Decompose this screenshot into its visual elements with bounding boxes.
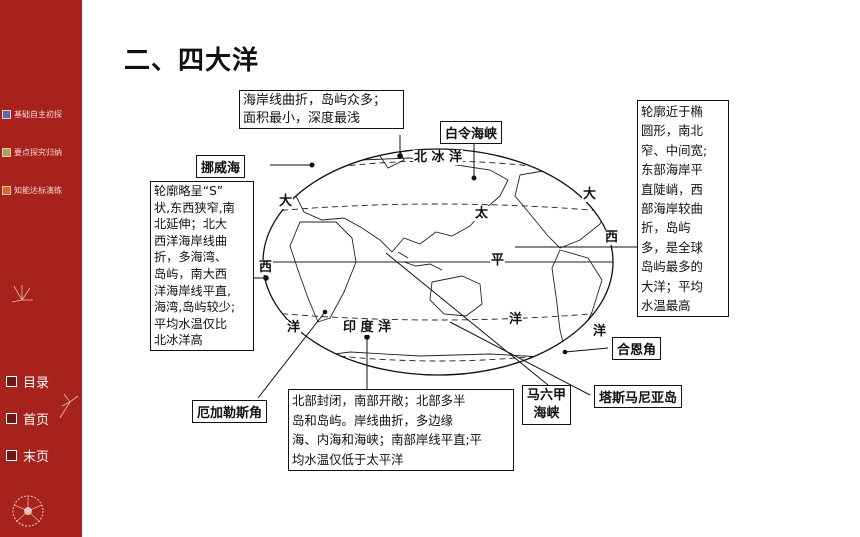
note-line: 折，多海湾、 bbox=[154, 250, 228, 265]
label-malacca-strait: 马六甲 海峡 bbox=[522, 385, 572, 425]
ocean-label-indian: 印 度 洋 bbox=[342, 320, 393, 335]
ocean-label-arctic: 北 冰 洋 bbox=[413, 150, 464, 165]
note-line: 均水温仅低于太平洋 bbox=[292, 451, 404, 467]
label-tasmania: 塔斯马尼亚岛 bbox=[594, 385, 683, 408]
note-line: 窄、中间宽; bbox=[641, 142, 708, 158]
note-line: 折，岛屿 bbox=[641, 220, 691, 236]
note-line: 多，是全球 bbox=[641, 239, 703, 255]
nav-last[interactable]: 末页 bbox=[6, 446, 49, 465]
note-line: 直陡峭，西 bbox=[641, 181, 703, 197]
note-line: 水温最高 bbox=[641, 298, 691, 314]
ocean-label-pacific-1: 太 bbox=[474, 206, 490, 221]
australia-outline bbox=[429, 275, 483, 317]
malacca-line-2: 海峡 bbox=[533, 406, 560, 421]
dandelion-decoration bbox=[11, 285, 79, 527]
ocean-label-atlantic-east-3: 洋 bbox=[592, 324, 608, 339]
nav-home[interactable]: 首页 bbox=[6, 409, 49, 428]
ocean-label-atlantic-east-1: 大 bbox=[582, 187, 598, 202]
sidebar-link-label: 知能达标演练 bbox=[14, 186, 62, 195]
note-line: 海岸线曲折，岛屿众多； bbox=[243, 93, 387, 108]
sidebar-link-label: 要点探究归纳 bbox=[14, 148, 62, 157]
note-line: 岛屿最多的 bbox=[641, 259, 703, 275]
note-line: 面积最小，深度最浅 bbox=[243, 110, 361, 126]
malacca-line-1: 马六甲 bbox=[527, 388, 567, 403]
ocean-label-atlantic-3: 洋 bbox=[286, 320, 302, 335]
ocean-label-atlantic-east-2: 西 bbox=[604, 230, 620, 245]
square-icon bbox=[2, 110, 11, 119]
note-line: 状,东西狭窄,南 bbox=[154, 200, 235, 215]
note-line: 北冰洋高 bbox=[154, 333, 203, 348]
nav-label: 目录 bbox=[23, 376, 50, 391]
note-pacific: 轮廓近于椭 圆形，南北 窄、中间宽; 东部海岸平 直陡峭，西 部海岸较曲 折，岛… bbox=[637, 100, 729, 318]
label-cape-horn: 合恩角 bbox=[612, 337, 662, 360]
nav-label: 首页 bbox=[23, 413, 50, 428]
note-line: 部海岸较曲 bbox=[641, 201, 703, 217]
africa-outline bbox=[289, 221, 357, 323]
note-line: 圆形，南北 bbox=[641, 123, 703, 139]
sidebar-link-basic[interactable]: 基础自主初探 bbox=[2, 109, 62, 120]
label-cape-agulhas: 厄加勒斯角 bbox=[192, 400, 268, 423]
square-icon bbox=[6, 413, 17, 424]
south-america-outline bbox=[551, 249, 603, 356]
note-line: 大洋；平均 bbox=[641, 278, 703, 294]
note-line: 北部封闭，南部开敞；北部多半 bbox=[292, 393, 466, 408]
note-line: 东部海岸平 bbox=[641, 162, 703, 178]
note-line: 轮廓近于椭 bbox=[641, 104, 703, 119]
nav-contents[interactable]: 目录 bbox=[6, 372, 49, 391]
sidebar: 基础自主初探 要点探究归纳 知能达标演练 目录 首页 末页 bbox=[0, 0, 82, 537]
ocean-label-atlantic-2: 西 bbox=[258, 260, 274, 275]
note-line: 北延伸；北大 bbox=[154, 217, 228, 232]
indonesia-outline bbox=[397, 251, 443, 271]
square-icon bbox=[6, 376, 17, 387]
greenland-outline bbox=[375, 149, 405, 169]
note-arctic: 海岸线曲折，岛屿众多； 面积最小，深度最浅 bbox=[239, 90, 404, 129]
note-line: 轮廓略呈“S” bbox=[154, 184, 224, 198]
sidebar-link-label: 基础自主初探 bbox=[14, 110, 62, 119]
label-bering-strait: 白令海峡 bbox=[440, 121, 503, 144]
note-atlantic: 轮廓略呈“S” 状,东西狭窄,南 北延伸；北大 西洋海岸线曲 折，多海湾、 岛屿… bbox=[150, 181, 254, 351]
note-line: 海湾,岛屿较少; bbox=[154, 300, 236, 315]
ocean-label-pacific-2: 平 bbox=[490, 253, 506, 268]
note-line: 海、内海和海峡；南部岸线平直;平 bbox=[292, 432, 483, 447]
eurasia-outline bbox=[291, 157, 509, 253]
square-icon bbox=[2, 148, 11, 157]
note-line: 岛和岛屿。岸线曲折，多边缘 bbox=[292, 412, 454, 428]
page-title: 二、四大洋 bbox=[124, 46, 260, 76]
square-icon bbox=[2, 186, 11, 195]
note-line: 平均水温仅比 bbox=[154, 316, 228, 331]
nav-label: 末页 bbox=[23, 450, 50, 465]
note-line: 岛屿，南大西 bbox=[154, 266, 228, 281]
ocean-label-pacific-3: 洋 bbox=[508, 312, 524, 327]
sidebar-link-key-points[interactable]: 要点探究归纳 bbox=[2, 147, 62, 158]
note-line: 洋海岸线平直, bbox=[154, 283, 231, 298]
note-indian: 北部封闭，南部开敞；北部多半 岛和岛屿。岸线曲折，多边缘 海、内海和海峡；南部岸… bbox=[288, 389, 514, 471]
sidebar-link-practice[interactable]: 知能达标演练 bbox=[2, 185, 62, 196]
square-icon bbox=[6, 450, 17, 461]
note-line: 西洋海岸线曲 bbox=[154, 233, 228, 248]
ocean-label-atlantic-1: 大 bbox=[278, 194, 294, 209]
label-norwegian-sea: 挪威海 bbox=[196, 155, 246, 178]
